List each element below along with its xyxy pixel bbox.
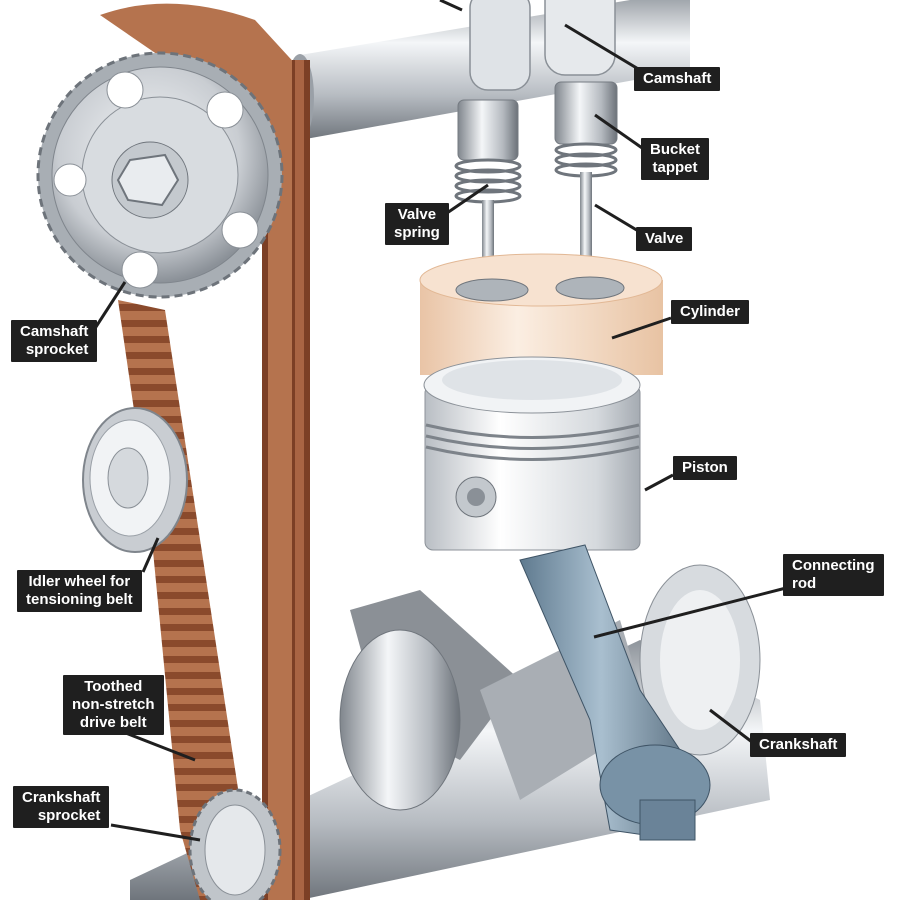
- idler-wheel-shape: [82, 407, 188, 553]
- label-camshaft-sprocket: Camshaft sprocket: [11, 320, 98, 362]
- label-crankshaft-sprocket: Crankshaft sprocket: [13, 786, 110, 828]
- label-valve: Valve: [636, 227, 693, 251]
- camshaft-sprocket-shape: [36, 51, 284, 299]
- leader-lines: [90, 0, 787, 842]
- label-bucket-tappet: Bucket tappet: [641, 138, 710, 180]
- crankshaft-sprocket-shape: [188, 788, 282, 900]
- connecting-rod-shape: [519, 544, 711, 841]
- label-crankshaft: Crankshaft: [750, 733, 847, 757]
- label-valve-spring: Valve spring: [385, 203, 449, 245]
- label-connecting-rod: Connecting rod: [783, 554, 884, 596]
- cylinder-shape: [419, 253, 663, 375]
- label-toothed-belt: Toothed non-stretch drive belt: [63, 675, 164, 735]
- label-camshaft: Camshaft: [634, 67, 721, 91]
- label-piston: Piston: [673, 456, 737, 480]
- label-cylinder: Cylinder: [671, 300, 750, 324]
- label-idler-wheel: Idler wheel for tensioning belt: [17, 570, 142, 612]
- piston-shape: [423, 356, 641, 551]
